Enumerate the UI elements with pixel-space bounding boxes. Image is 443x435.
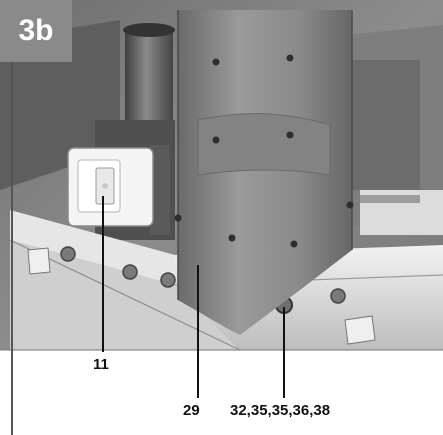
rocker-switch bbox=[67, 147, 154, 227]
callout-label-switch: 11 bbox=[93, 356, 109, 373]
figure-badge: 3b bbox=[0, 0, 72, 62]
callout-label-bolts: 32,35,35,36,38 bbox=[230, 402, 331, 419]
callout-label-column: 29 bbox=[183, 402, 200, 419]
